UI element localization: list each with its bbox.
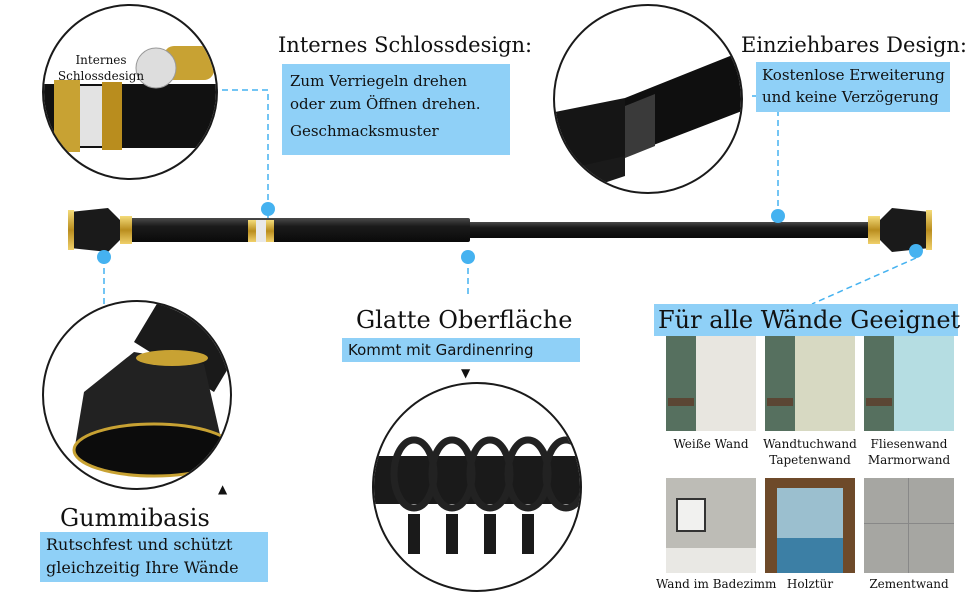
lock-desc-line: Geschmacksmuster — [290, 122, 439, 140]
lock-inset-label: Internes Schlossdesign — [56, 52, 146, 84]
rings-illustration — [374, 436, 580, 554]
retract-desc-line: Kostenlose Erweiterung — [762, 66, 945, 84]
wall-caption-line: Fliesenwand — [870, 437, 948, 451]
wall-swatch-wooden-door — [765, 478, 855, 573]
wall-caption-line: Wandtuchwand — [763, 437, 857, 451]
rubber-base-circle — [42, 300, 232, 490]
wall-caption: Wand im Badezimm — [656, 576, 777, 592]
wall-caption-line: Marmorwand — [867, 453, 951, 467]
wall-caption: Zementwand — [854, 576, 964, 592]
lock-detail-circle: Internes Schlossdesign — [42, 4, 218, 180]
smooth-title: Glatte Oberfläche — [356, 306, 573, 334]
wall-swatch-white — [666, 336, 756, 431]
lock-illustration — [44, 46, 216, 152]
down-arrow-icon: ▼ — [461, 366, 471, 380]
rubber-desc-line: Rutschfest und schützt — [46, 535, 233, 554]
smooth-desc-box: Kommt mit Gardinenring — [342, 338, 580, 362]
wall-caption-line: Weiße Wand — [673, 437, 749, 451]
retract-detail-circle — [553, 4, 743, 194]
lock-inset-line: Schlossdesign — [57, 69, 145, 83]
wall-swatch-cement — [864, 478, 954, 573]
wall-caption: Wandtuchwand Tapetenwand — [755, 436, 865, 468]
rubber-desc-box: Rutschfest und schützt gleichzeitig Ihre… — [40, 532, 268, 582]
dot-retract — [771, 209, 785, 223]
tension-rod — [68, 208, 932, 252]
lock-inset-line: Internes — [75, 53, 127, 67]
wall-swatch-bathroom — [666, 478, 756, 573]
dot-left-base — [97, 250, 111, 264]
wall-caption-line: Tapetenwand — [769, 453, 851, 467]
rubber-title: Gummibasis — [60, 504, 210, 532]
wall-caption-line: Zementwand — [869, 577, 949, 591]
wall-swatch-tile — [864, 336, 954, 431]
rubber-desc-line: gleichzeitig Ihre Wände — [46, 558, 239, 577]
lock-title: Internes Schlossdesign: — [278, 33, 533, 57]
walls-title: Für alle Wände Geeignet — [658, 306, 961, 334]
wall-caption: Holztür — [755, 576, 865, 592]
wall-caption-line: Holztür — [786, 577, 834, 591]
lock-desc-line: oder zum Öffnen drehen. — [290, 95, 481, 113]
retract-desc-box: Kostenlose Erweiterung und keine Verzöge… — [756, 62, 950, 112]
wall-caption-line: Wand im Badezimm — [656, 577, 777, 591]
retract-illustration — [555, 51, 741, 192]
wall-caption: Fliesenwand Marmorwand — [854, 436, 964, 468]
walls-title-box: Für alle Wände Geeignet — [654, 304, 961, 336]
retract-desc-line: und keine Verzögerung — [762, 88, 939, 106]
wall-caption: Weiße Wand — [656, 436, 766, 452]
lock-desc-line: Zum Verriegeln drehen — [290, 72, 467, 90]
rubber-base-illustration — [72, 302, 230, 478]
lock-desc-box: Zum Verriegeln drehen oder zum Öffnen dr… — [282, 64, 510, 155]
wall-swatch-wallpaper — [765, 336, 855, 431]
curtain-rings-circle — [372, 382, 582, 592]
dot-right-base — [909, 244, 923, 258]
retract-title: Einziehbares Design: — [741, 33, 967, 57]
dot-surface — [461, 250, 475, 264]
dot-lock — [261, 202, 275, 216]
smooth-desc: Kommt mit Gardinenring — [348, 341, 534, 359]
up-arrow-icon: ▲ — [218, 482, 228, 496]
